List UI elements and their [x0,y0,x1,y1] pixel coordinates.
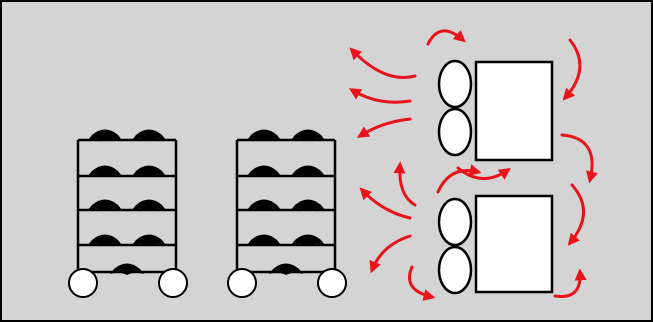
cooling-unit-body [474,60,554,162]
curved-arrow-icon [356,117,412,138]
curved-arrow-icon [560,133,598,184]
item-icon [247,199,281,211]
item-icon [132,234,166,246]
curved-arrow-icon [359,187,412,220]
wheel-icon [317,268,347,298]
curved-arrow-icon [349,47,417,79]
fan-icon [437,59,473,109]
rack-left [68,129,188,298]
curved-arrow-icon [408,265,436,301]
fan-icon [437,245,473,295]
item-icon [269,263,303,275]
item-icon [88,199,122,211]
curved-arrow-icon [436,164,482,194]
airflow-arrows-bottom [359,161,587,301]
curved-arrow-icon [562,38,582,101]
item-icon [291,199,325,211]
wheel-icon [68,268,98,298]
cooling-unit-top [437,59,554,162]
item-icon [247,234,281,246]
curved-arrow-icon [369,234,412,274]
item-icon [88,234,122,246]
curved-arrow-icon [348,88,412,104]
curved-arrow-icon [567,183,585,246]
rack-right [227,129,347,298]
item-icon [132,129,166,141]
wheel-icon [158,268,188,298]
item-icon [291,165,325,177]
cooling-unit-bottom [437,194,554,295]
item-icon [88,129,122,141]
fan-icon [437,197,473,247]
item-icon [88,165,122,177]
curved-arrow-icon [426,29,466,46]
item-icon [132,199,166,211]
item-icon [110,263,144,275]
item-icon [291,234,325,246]
fan-icon [437,107,473,157]
item-icon [247,165,281,177]
wheel-icon [227,268,257,298]
item-icon [247,129,281,141]
curved-arrow-icon [553,268,587,298]
curved-arrow-icon [393,161,417,207]
item-icon [132,165,166,177]
airflow-arrows-top [348,29,598,184]
cooling-unit-body [474,194,554,294]
item-icon [291,129,325,141]
